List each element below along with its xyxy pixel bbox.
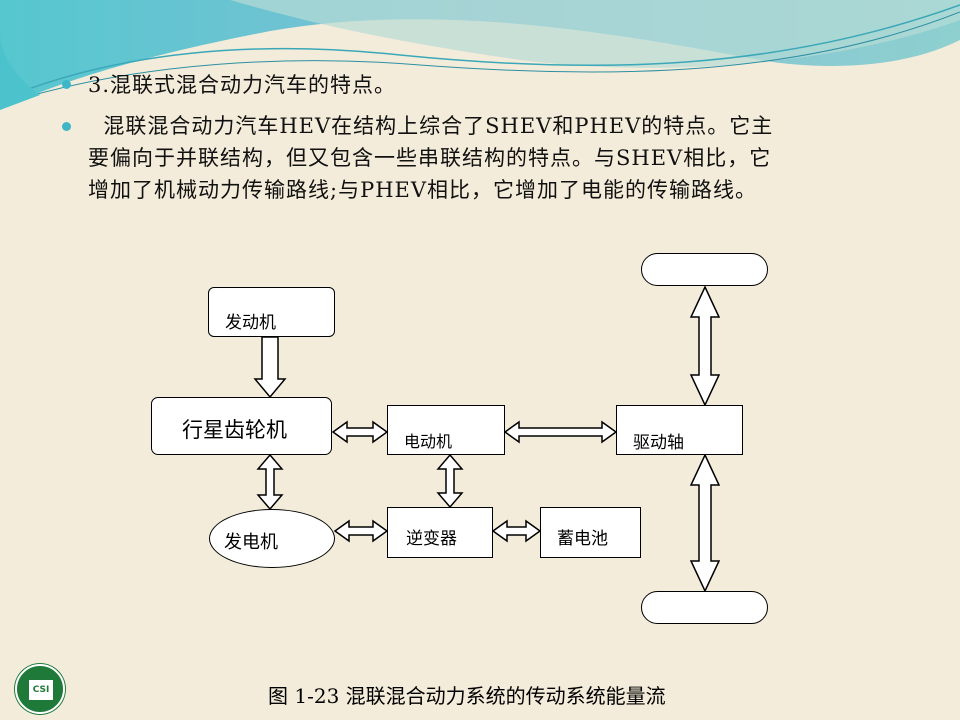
battery-box: 蓄电池 [540, 507, 641, 558]
bullet-body-line: 增加了机械动力传输路线;与PHEV相比，它增加了电能的传输路线。 [88, 178, 758, 202]
planetary-gear-box: 行星齿轮机 [151, 397, 332, 455]
motor-box: 电动机 [387, 405, 505, 455]
arrow-motor-driveshaft [503, 420, 618, 444]
generator-ellipse: 发电机 [209, 509, 335, 568]
arrow-driveshaft-wheel-bottom [689, 453, 721, 593]
arrow-driveshaft-wheel-top [689, 285, 721, 407]
inverter-label: 逆变器 [406, 529, 457, 549]
generator-label: 发电机 [224, 532, 278, 553]
inverter-box: 逆变器 [387, 507, 493, 558]
bullet-heading: 3.混联式混合动力汽车的特点。 [88, 73, 397, 97]
engine-box: 发动机 [208, 287, 335, 337]
arrow-gear-motor [331, 420, 389, 444]
motor-label: 电动机 [404, 432, 453, 451]
battery-label: 蓄电池 [557, 529, 608, 549]
figure-caption: 图 1-23 混联混合动力系统的传动系统能量流 [268, 684, 666, 708]
arrow-motor-inverter [436, 453, 464, 509]
arrow-engine-to-gear [253, 336, 287, 399]
university-logo: CSI [15, 664, 65, 714]
arrow-inverter-battery [491, 519, 542, 543]
arrow-generator-inverter [333, 519, 389, 543]
bullet-body-line: 混联混合动力汽车HEV在结构上综合了SHEV和PHEV的特点。它主 [88, 114, 774, 138]
engine-label: 发动机 [225, 313, 276, 333]
planetary-gear-label: 行星齿轮机 [182, 418, 287, 442]
wheel-bottom-pill [641, 591, 768, 624]
bullet-icon [62, 122, 71, 131]
wheel-top-pill [641, 253, 768, 286]
bullet-icon [62, 80, 71, 89]
drive-shaft-box: 驱动轴 [616, 405, 743, 455]
drive-shaft-label: 驱动轴 [633, 433, 684, 453]
arrow-gear-generator [256, 453, 284, 511]
bullet-body-line: 要偏向于并联结构，但又包含一些串联结构的特点。与SHEV相比，它 [88, 146, 772, 170]
